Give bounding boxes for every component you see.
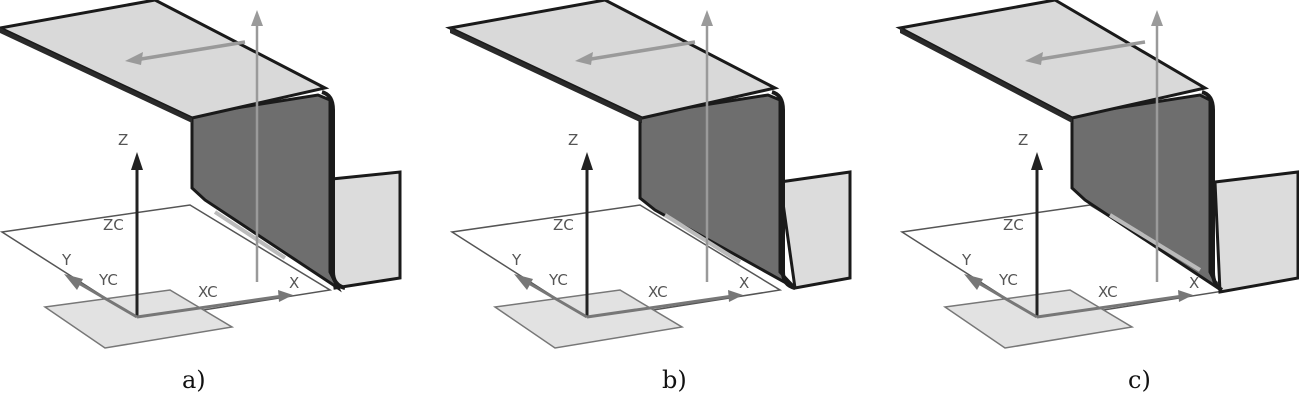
x-axis — [136, 294, 284, 319]
flange-direction-arrowhead — [575, 52, 593, 65]
top-flange — [445, 0, 780, 120]
x-axis-head — [728, 290, 743, 302]
vertical-wall — [1070, 93, 1222, 293]
xc-label: XC — [1098, 283, 1118, 301]
flange-direction-arrowhead — [1025, 52, 1043, 65]
vertical-wall — [638, 93, 797, 290]
z-axis-head — [1031, 152, 1043, 170]
zc-label: ZC — [553, 216, 574, 234]
xc-label: XC — [648, 283, 668, 301]
x-axis-head — [278, 290, 293, 302]
z-axis-head — [131, 152, 143, 170]
z-axis-head — [581, 152, 593, 170]
top-flange-thickness — [450, 28, 642, 123]
flange-direction-arrow — [134, 40, 246, 62]
selected-edge — [1108, 213, 1202, 272]
yc-label: YC — [98, 271, 118, 289]
x-axis — [586, 294, 734, 319]
vertical-wall — [190, 93, 342, 293]
flange-direction-arrow — [1034, 40, 1146, 62]
x-axis-head — [1178, 290, 1193, 302]
panel-b: Z ZC Y YC XC X b) — [445, 0, 883, 406]
caption-a: a) — [182, 366, 206, 394]
y-axis-head — [964, 274, 983, 290]
flange-direction-arrow — [584, 40, 696, 62]
bend-edge — [771, 90, 796, 290]
caption-b: b) — [662, 366, 687, 394]
y-axis-head — [64, 274, 83, 290]
bend-edge — [321, 90, 346, 290]
x-label: X — [739, 274, 749, 292]
vector-arrowhead — [251, 10, 263, 26]
sheet-metal-view-a: Z ZC Y YC XC X — [0, 0, 402, 349]
y-axis — [519, 276, 588, 319]
yc-label: YC — [548, 271, 568, 289]
yc-label: YC — [998, 271, 1018, 289]
bend-edge — [1201, 90, 1224, 292]
y-axis-head — [514, 274, 533, 290]
xc-label: XC — [198, 283, 218, 301]
selected-edge — [663, 213, 742, 264]
y-label: Y — [961, 251, 972, 269]
top-flange — [0, 0, 330, 120]
y-axis — [969, 276, 1038, 319]
zc-label: ZC — [1003, 216, 1024, 234]
datum-plane — [492, 289, 685, 349]
z-label: Z — [118, 131, 128, 149]
caption-c: c) — [1128, 366, 1151, 394]
y-axis — [69, 276, 138, 319]
y-label: Y — [511, 251, 522, 269]
datum-plane — [42, 289, 235, 349]
sheet-metal-view-b: Z ZC Y YC XC X — [445, 0, 852, 349]
z-label: Z — [1018, 131, 1028, 149]
bottom-flange — [1213, 170, 1299, 294]
y-label: Y — [61, 251, 72, 269]
top-flange-thickness — [900, 28, 1072, 123]
vector-arrowhead — [1151, 10, 1163, 26]
top-flange-thickness — [0, 28, 192, 123]
datum-plane — [942, 289, 1135, 349]
flange-direction-arrowhead — [125, 52, 143, 65]
z-label: Z — [568, 131, 578, 149]
vector-arrowhead — [701, 10, 713, 26]
x-label: X — [1189, 274, 1199, 292]
bottom-flange — [778, 170, 852, 290]
panel-a: Z ZC Y YC XC X a) — [0, 0, 433, 406]
x-axis — [1036, 294, 1184, 319]
x-label: X — [289, 274, 299, 292]
zc-label: ZC — [103, 216, 124, 234]
sheet-metal-view-c: Z ZC Y YC XC X — [895, 0, 1299, 349]
selected-edge — [213, 210, 287, 260]
panel-c: Z ZC Y YC XC X c) — [895, 0, 1299, 406]
top-flange — [895, 0, 1210, 120]
